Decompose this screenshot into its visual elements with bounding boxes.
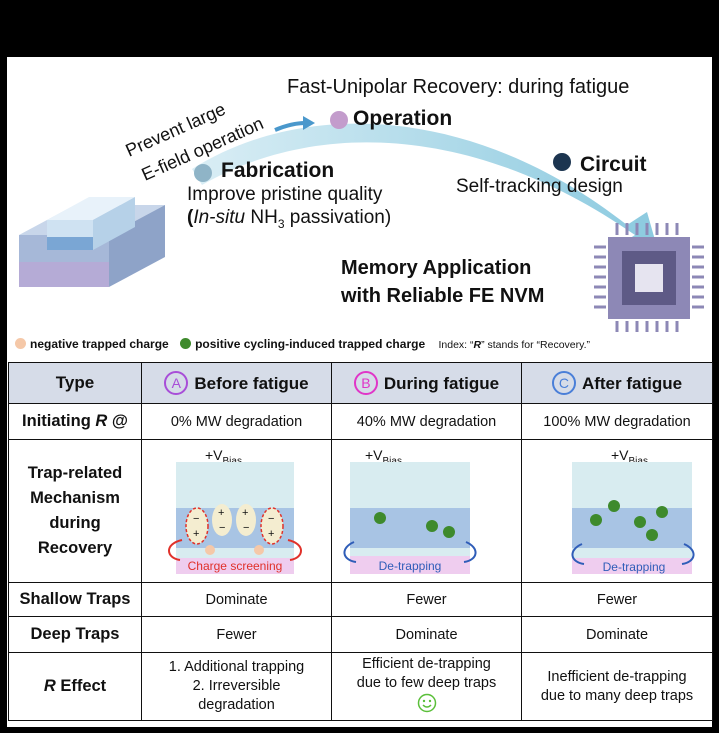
negative-charge-icon — [205, 545, 215, 555]
deep-before: Fewer — [141, 616, 332, 653]
table-row-deep: Deep Traps Fewer Dominate Dominate — [8, 616, 713, 653]
positive-charge-dot-icon — [180, 338, 192, 349]
positive-charge-icon — [590, 514, 602, 526]
initiating-label: Initiating R @ — [8, 403, 142, 440]
caption-charge-screening: Charge screening — [188, 559, 283, 573]
detrap-arrow-left-icon — [343, 541, 357, 563]
detrap-arrow-right-icon — [463, 541, 477, 563]
mechanism-label: Trap-related Mechanism during Recovery — [8, 439, 142, 583]
table-header-row: Type A Before fatigue B During fatigue C Af… — [8, 362, 713, 404]
shallow-after: Fewer — [521, 582, 713, 617]
effect-during: Efficient de-trapping due to few deep tr… — [331, 652, 522, 721]
header-during-fatigue: B During fatigue — [331, 362, 522, 404]
process-arc — [192, 123, 657, 247]
comparison-table: Type A Before fatigue B During fatigue C Af… — [8, 362, 713, 721]
mechanism-before-diagram: +VBias − + + − + − − + — [141, 439, 332, 583]
table-row-effect: R Effect 1. Additional trapping 2. Irrev… — [8, 652, 713, 721]
negative-charge-dot-icon — [15, 338, 26, 349]
effect-before: 1. Additional trapping 2. Irreversible d… — [141, 652, 332, 721]
shallow-label: Shallow Traps — [8, 582, 142, 617]
smiley-icon — [332, 693, 521, 719]
fabrication-title: Fabrication — [221, 159, 335, 182]
fabrication-sub2-mid: NH — [245, 207, 278, 228]
fabrication-dot-icon — [194, 164, 212, 182]
svg-text:−: − — [193, 513, 199, 525]
legend: negative trapped charge positive cycling… — [15, 337, 590, 351]
figure-canvas: Prevent large E-field operation Fast-Uni… — [7, 57, 713, 727]
initiating-after: 100% MW degradation — [521, 403, 713, 440]
legend-negative-label: negative trapped charge — [30, 337, 169, 351]
svg-text:+: + — [218, 507, 224, 519]
vbias-label: +VBias — [205, 447, 242, 467]
fabrication-sub2-subscript: 3 — [277, 216, 285, 231]
initiating-during: 40% MW degradation — [331, 403, 522, 440]
operation-dot-icon — [330, 111, 348, 129]
screening-arrow-left-icon — [168, 539, 183, 561]
positive-charge-icon — [656, 506, 668, 518]
caption-de-trapping-during: De-trapping — [379, 559, 442, 573]
small-arrow-head-icon — [303, 116, 315, 130]
svg-text:+: + — [193, 528, 199, 540]
fabrication-sub2: (In-situ NH3 passivation) — [187, 207, 391, 231]
circuit-dot-icon — [553, 153, 571, 171]
svg-text:−: − — [268, 513, 274, 525]
mechanism-after-diagram: +VBias De-trapping — [521, 439, 713, 583]
device-stack-icon — [19, 197, 165, 287]
marker-c-icon: C — [551, 371, 576, 395]
screening-arrow-right-icon — [287, 539, 302, 561]
header-type: Type — [8, 362, 142, 404]
deep-label: Deep Traps — [8, 616, 142, 653]
header-before-fatigue: A Before fatigue — [141, 362, 332, 404]
application-line2: with Reliable FE NVM — [341, 285, 545, 307]
svg-text:+: + — [242, 507, 248, 519]
positive-charge-icon — [634, 516, 646, 528]
caption-de-trapping-after: De-trapping — [603, 560, 666, 574]
chip-icon — [594, 223, 704, 332]
marker-a-icon: A — [164, 371, 189, 395]
circuit-title: Circuit — [580, 153, 647, 176]
marker-b-icon: B — [353, 371, 378, 395]
shallow-during: Fewer — [331, 582, 522, 617]
circuit-sub1: Self-tracking design — [456, 176, 623, 197]
fabrication-sub1: Improve pristine quality — [187, 184, 383, 205]
legend-index-note: Index: “R” stands for “Recovery.” — [438, 339, 591, 351]
detrap-arrow-right-icon — [681, 543, 695, 565]
arc-top-label: Fast-Unipolar Recovery: during fatigue — [287, 76, 630, 98]
header-after-fatigue-label: After fatigue — [581, 374, 683, 393]
table-row-mechanism: Trap-related Mechanism during Recovery +… — [8, 439, 713, 583]
positive-charge-icon — [443, 526, 455, 538]
fabrication-sub2-italic: In-situ — [193, 207, 246, 228]
fabrication-sub2-end: passivation) — [284, 207, 392, 228]
table-row-shallow: Shallow Traps Dominate Fewer Fewer — [8, 582, 713, 617]
header-before-fatigue-label: Before fatigue — [194, 374, 309, 393]
dipole-icons: − + + − + − − + — [185, 504, 284, 545]
negative-charge-icon — [254, 545, 264, 555]
application-line1: Memory Application — [341, 257, 532, 279]
svg-text:+: + — [268, 528, 274, 540]
legend-positive-label: positive cycling-induced trapped charge — [195, 337, 426, 351]
top-illustration: Prevent large E-field operation — [19, 99, 704, 332]
shallow-before: Dominate — [141, 582, 332, 617]
operation-title: Operation — [353, 107, 453, 130]
positive-charge-icon — [374, 512, 386, 524]
vbias-label: +VBias — [611, 447, 648, 467]
effect-after: Inefficient de-trapping due to many deep… — [521, 652, 713, 721]
positive-charge-icon — [608, 500, 620, 512]
header-during-fatigue-label: During fatigue — [383, 374, 500, 393]
table-row-initiating: Initiating R @ 0% MW degradation 40% MW … — [8, 403, 713, 440]
deep-after: Dominate — [521, 616, 713, 653]
small-arrow-icon — [274, 121, 306, 132]
header-after-fatigue: C After fatigue — [521, 362, 713, 404]
fabrication-sub2-open: ( — [187, 207, 194, 228]
detrap-arrow-left-icon — [571, 543, 585, 565]
deep-during: Dominate — [331, 616, 522, 653]
vbias-label: +VBias — [365, 447, 402, 467]
mechanism-during-diagram: +VBias De-trapping — [331, 439, 522, 583]
positive-charge-icon — [646, 529, 658, 541]
positive-charge-icon — [426, 520, 438, 532]
svg-text:−: − — [243, 522, 249, 534]
initiating-before: 0% MW degradation — [141, 403, 332, 440]
svg-text:−: − — [219, 522, 225, 534]
effect-label: R Effect — [8, 652, 142, 721]
